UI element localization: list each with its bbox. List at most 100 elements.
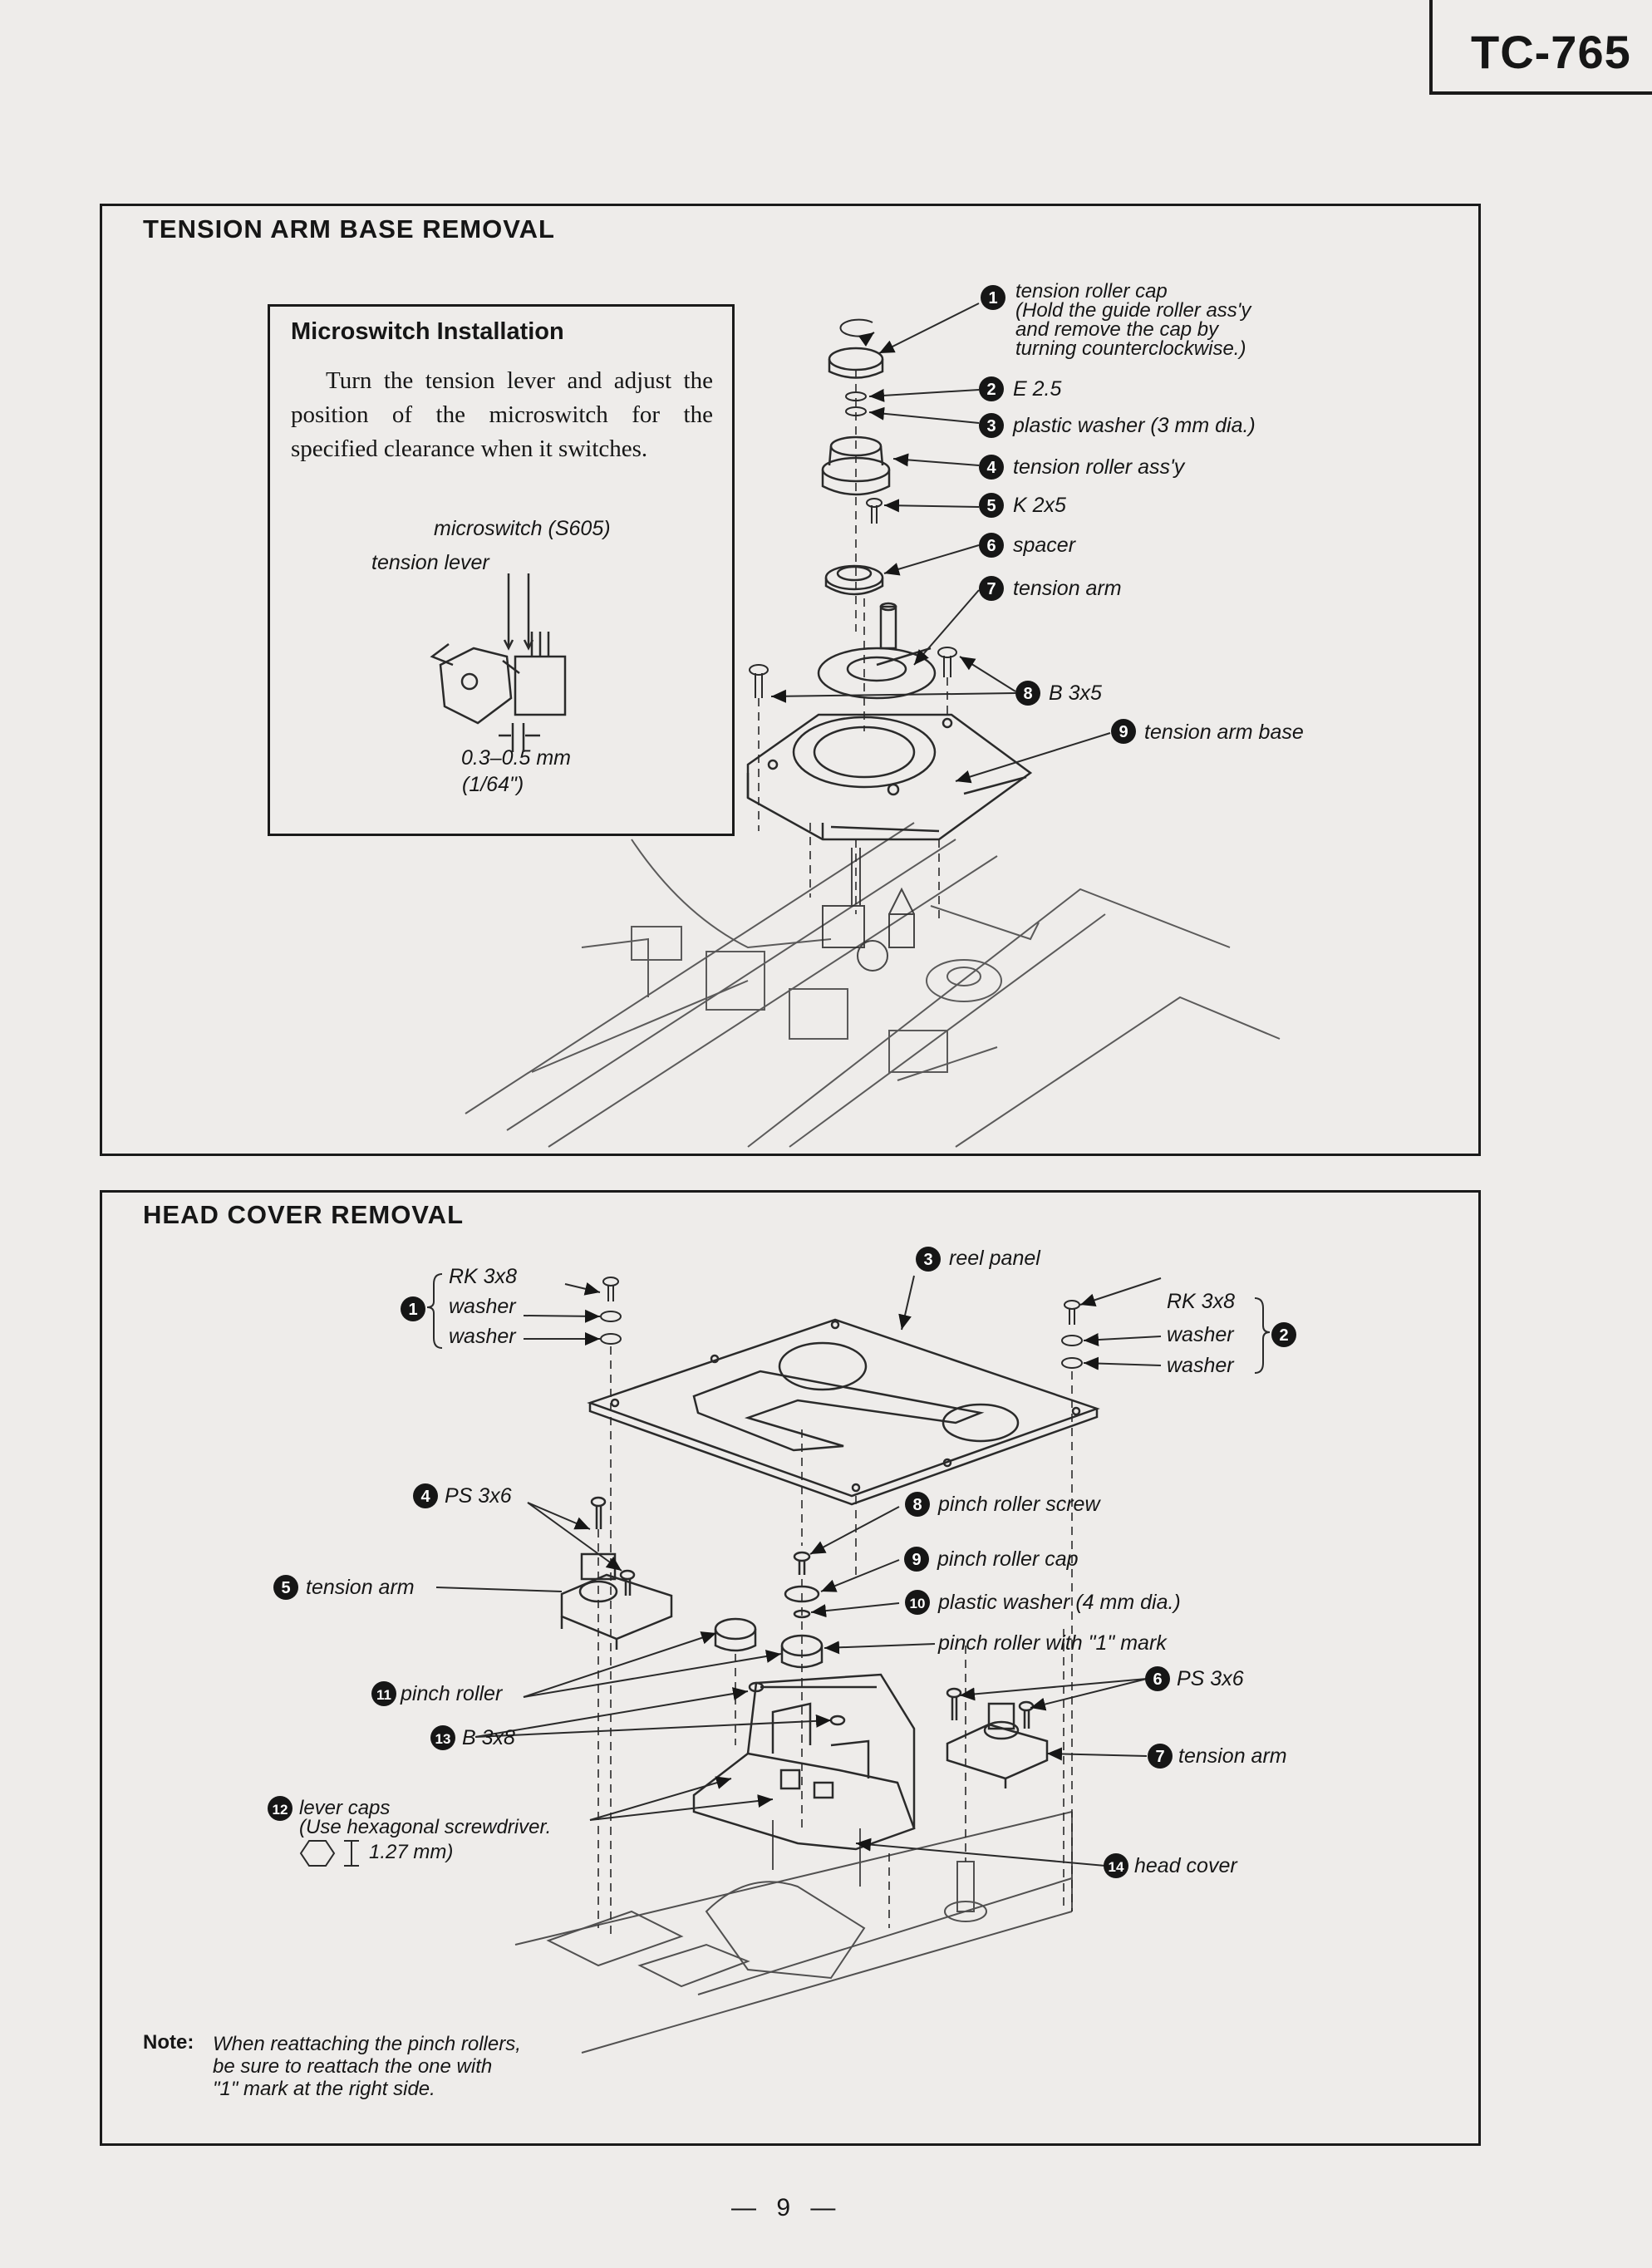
leaders-1: [770, 303, 1111, 784]
svg-text:6: 6: [1153, 1670, 1162, 1689]
rk3x8-right-parts: [1061, 1300, 1083, 1369]
svg-text:14: 14: [1109, 1859, 1124, 1875]
label-s2-13: B 3x8: [462, 1726, 515, 1749]
label-s1-3: plastic washer (3 mm dia.): [1013, 414, 1256, 437]
label-s2-8: pinch roller screw: [938, 1493, 1100, 1516]
note-line-2: be sure to reattach the one with: [213, 2055, 493, 2078]
svg-text:11: 11: [376, 1687, 391, 1703]
note-label: Note:: [143, 2031, 194, 2054]
tension-arm-base-panel: [100, 204, 1481, 1156]
label-tension-lever: tension lever: [371, 551, 489, 574]
cap-rotate-arrow: [839, 318, 875, 347]
svg-text:8: 8: [912, 1496, 922, 1514]
svg-text:5: 5: [281, 1579, 290, 1597]
spacer-part: [824, 564, 884, 596]
svg-text:9: 9: [1119, 723, 1128, 741]
label-s1-2: E 2.5: [1013, 377, 1062, 401]
label-s2-pinch-roller-1-mark: pinch roller with "1" mark: [938, 1631, 1167, 1655]
label-s2-2: RK 3x8: [1167, 1290, 1235, 1313]
brace-right: [1254, 1297, 1271, 1374]
section2-title: HEAD COVER REMOVAL: [143, 1200, 465, 1229]
page-number: — 9 —: [731, 2194, 843, 2221]
label-s1-1-detail-b: and remove the cap by: [1015, 318, 1219, 341]
svg-text:3: 3: [986, 417, 996, 435]
label-s1-9: tension arm base: [1144, 721, 1304, 744]
svg-text:13: 13: [435, 1731, 451, 1747]
hex-key-icon: [299, 1840, 359, 1867]
label-s1-5: K 2x5: [1013, 494, 1066, 517]
label-s1-4: tension roller ass'y: [1013, 455, 1185, 479]
model-number: TC-765: [1471, 26, 1631, 78]
explode-axes-1: [758, 370, 948, 922]
svg-text:7: 7: [1155, 1748, 1164, 1766]
label-s1-1: tension roller cap: [1015, 280, 1168, 303]
label-s2-1-washer-b: washer: [449, 1325, 516, 1348]
svg-text:2: 2: [986, 381, 996, 399]
svg-text:7: 7: [986, 580, 996, 598]
head-cover-part: [692, 1673, 916, 1851]
svg-text:3: 3: [923, 1251, 932, 1269]
label-clearance-inch: (1/64"): [462, 773, 524, 796]
microswitch-inset: [268, 304, 735, 836]
motor-assembly: [822, 848, 915, 972]
svg-text:9: 9: [912, 1551, 921, 1569]
svg-text:6: 6: [986, 537, 996, 555]
label-s2-2-washer-b: washer: [1167, 1354, 1234, 1377]
label-s2-6: PS 3x6: [1177, 1667, 1244, 1690]
reel-panel-part: [587, 1318, 1100, 1506]
svg-text:4: 4: [986, 459, 996, 477]
label-s2-12-detail-a: (Use hexagonal screwdriver.: [299, 1816, 552, 1838]
label-s2-2-washer-a: washer: [1167, 1323, 1234, 1346]
note-line-1: When reattaching the pinch rollers,: [213, 2033, 521, 2055]
label-s1-6: spacer: [1013, 534, 1076, 557]
model-box: [1429, 0, 1652, 95]
svg-text:8: 8: [1023, 685, 1032, 703]
callout-markers-1: 1 2 3 4 5 6 7 8 9: [979, 285, 1136, 744]
label-s2-11: pinch roller: [401, 1682, 503, 1705]
section1-title: TENSION ARM BASE REMOVAL: [143, 214, 555, 244]
svg-text:1: 1: [408, 1301, 417, 1319]
b3x5-screws: [749, 647, 957, 698]
svg-text:12: 12: [273, 1802, 288, 1818]
label-s2-12-detail-b: 1.27 mm): [369, 1841, 454, 1863]
svg-text:10: 10: [910, 1596, 926, 1611]
label-clearance: 0.3–0.5 mm: [461, 746, 572, 770]
svg-text:1: 1: [988, 289, 997, 307]
svg-text:5: 5: [986, 497, 996, 515]
svg-text:2: 2: [1279, 1326, 1288, 1345]
callout-markers-2: 1 2 3 4 5 6 7 8 9 10 11 12 13 14: [268, 1247, 1296, 1878]
svg-text:4: 4: [420, 1488, 430, 1506]
tension-arm-part: [817, 602, 937, 700]
rk3x8-left-parts: [600, 1277, 622, 1345]
tension-arm-base-part: [746, 713, 1033, 841]
label-s2-12: lever caps: [299, 1797, 391, 1819]
leaders-2: [435, 1275, 1162, 1867]
k2x5-screw: [866, 498, 883, 524]
brace-left: [426, 1273, 443, 1349]
inset-instructions: Turn the tension lever and adjust the po…: [291, 367, 713, 462]
label-s2-1-washer-a: washer: [449, 1295, 516, 1318]
tension-arm-right-part: [946, 1687, 1049, 1788]
label-s1-7: tension arm: [1013, 577, 1122, 600]
pinch-roller-parts: [714, 1551, 824, 1669]
head-cover-panel: [100, 1190, 1481, 2146]
label-s2-4: PS 3x6: [445, 1484, 512, 1508]
chassis-lines-1: [465, 822, 1281, 1148]
label-s2-14: head cover: [1134, 1854, 1237, 1877]
label-s2-1: RK 3x8: [449, 1265, 517, 1288]
inset-title: Microswitch Installation: [291, 318, 564, 345]
label-s2-3: reel panel: [949, 1247, 1040, 1270]
label-microswitch: microswitch (S605): [434, 517, 611, 540]
label-s2-5: tension arm: [306, 1576, 415, 1599]
label-s1-8: B 3x5: [1049, 681, 1102, 705]
tension-arm-left-part: [560, 1496, 673, 1650]
chassis-lines-2: [514, 1811, 1073, 2054]
explode-axes-2: [597, 1346, 1073, 1936]
label-s1-1-detail-c: turning counterclockwise.): [1015, 337, 1246, 360]
note-line-3: "1" mark at the right side.: [213, 2078, 435, 2100]
label-s2-9: pinch roller cap: [937, 1547, 1079, 1571]
label-s2-10: plastic washer (4 mm dia.): [938, 1591, 1181, 1614]
label-s2-7: tension arm: [1178, 1744, 1287, 1768]
label-s1-1-detail-a: (Hold the guide roller ass'y: [1015, 299, 1251, 322]
